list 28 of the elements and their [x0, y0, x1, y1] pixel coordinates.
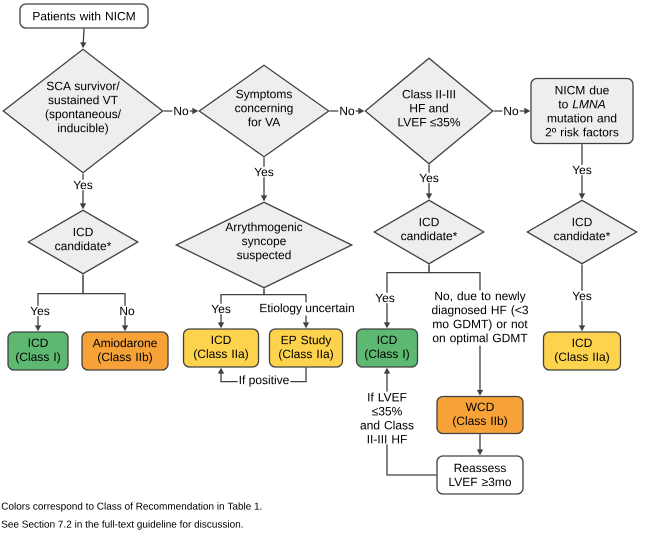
edge-label: Etiology uncertain — [258, 302, 356, 316]
process-box: NICM due to LMNA mutation and 2º risk factors — [530, 78, 634, 144]
process-box: ICD (Class I) — [7, 331, 69, 371]
edge-label: No, due to newly diagnosed HF (<3 mo GDMT) or not on optimal GDMT — [429, 290, 531, 346]
process-box: Reassess LVEF ≥3mo — [436, 455, 524, 495]
process-box: EP Study (Class IIa) — [268, 328, 344, 368]
edge-label: Yes — [571, 290, 593, 302]
edge-label: No — [118, 306, 136, 316]
edge-label: Yes — [571, 164, 593, 176]
footnote: See Section 7.2 in the full-text guideline for discussion. — [2, 520, 243, 530]
process-box: WCD (Class IIb) — [436, 396, 524, 434]
edge-label: Yes — [418, 172, 440, 184]
edge-label: If LVEF ≤35% and Class II-III HF — [350, 392, 424, 444]
process-box: ICD (Class IIa) — [182, 328, 260, 368]
process-box: ICD (Class I) — [356, 328, 418, 368]
edge-label: No — [338, 106, 356, 116]
edge-label: If positive — [238, 374, 290, 388]
edge-label: Yes — [72, 180, 94, 190]
edge-label: Yes — [29, 306, 51, 316]
process-box: ICD (Class IIa) — [542, 331, 622, 371]
edge-label: Yes — [253, 166, 275, 178]
edge-label: Yes — [210, 304, 232, 314]
edge-label: Yes — [374, 292, 396, 304]
footnote: Colors correspond to Class of Recommendation in Table 1. — [2, 502, 262, 512]
process-box: Amiodarone (Class IIb) — [81, 331, 169, 371]
process-box: Patients with NICM — [19, 3, 149, 29]
edge-label: No — [502, 106, 520, 116]
edge-label: No — [172, 106, 190, 116]
